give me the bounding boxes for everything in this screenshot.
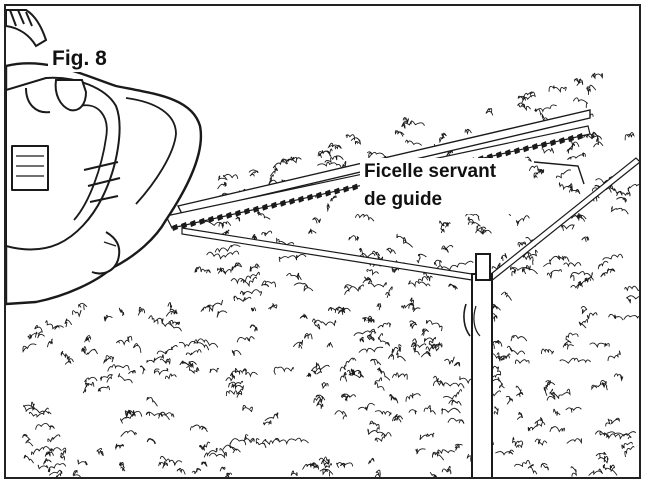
callout-guide-string: Ficelle servant de guide [360,158,528,214]
stake-icon [463,253,493,477]
callout-leader-line [533,161,585,185]
hedge-foliage-icon [22,72,639,477]
hedge-trimmer-icon [6,62,203,306]
callout-line-2: de guide [364,189,443,210]
hedge-trimming-illustration [6,9,639,477]
figure-title: Fig. 8 [48,46,111,72]
hedge-texture [22,72,639,477]
figure-frame: Fig. 8 Ficelle servant de guide [4,4,641,479]
callout-line-1: Ficelle servant [364,161,497,182]
hand-icon [6,9,88,114]
